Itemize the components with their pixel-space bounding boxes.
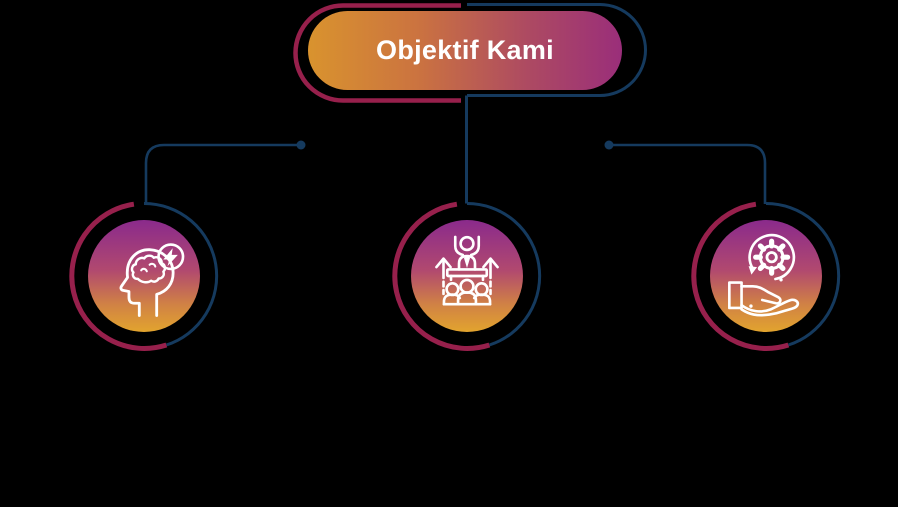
node-1-ring-navy: [143, 201, 219, 347]
node-circle-1: [88, 220, 200, 332]
pill-outline-navy: [467, 3, 648, 97]
connector-left: [144, 143, 301, 204]
head-brain-lightning-icon: [119, 243, 185, 317]
connector-left-dot: [296, 140, 306, 150]
leadership-growth-icon: [435, 235, 499, 306]
pill-outline-maroon: [293, 3, 461, 103]
node-3-ring-navy: [765, 201, 841, 347]
node-1-ring-maroon: [69, 201, 168, 351]
connector-right: [609, 143, 767, 204]
title-pill: Objektif Kami: [308, 11, 622, 90]
title-text: Objektif Kami: [376, 35, 554, 65]
node-2-ring-maroon: [392, 201, 491, 351]
node-circle-3: [710, 220, 822, 332]
node-2-ring-navy: [466, 201, 542, 347]
hand-gear-service-icon: [728, 233, 800, 317]
node-circle-2: [411, 220, 523, 332]
node-3-ring-maroon: [691, 201, 790, 351]
connector-right-dot: [604, 140, 614, 150]
